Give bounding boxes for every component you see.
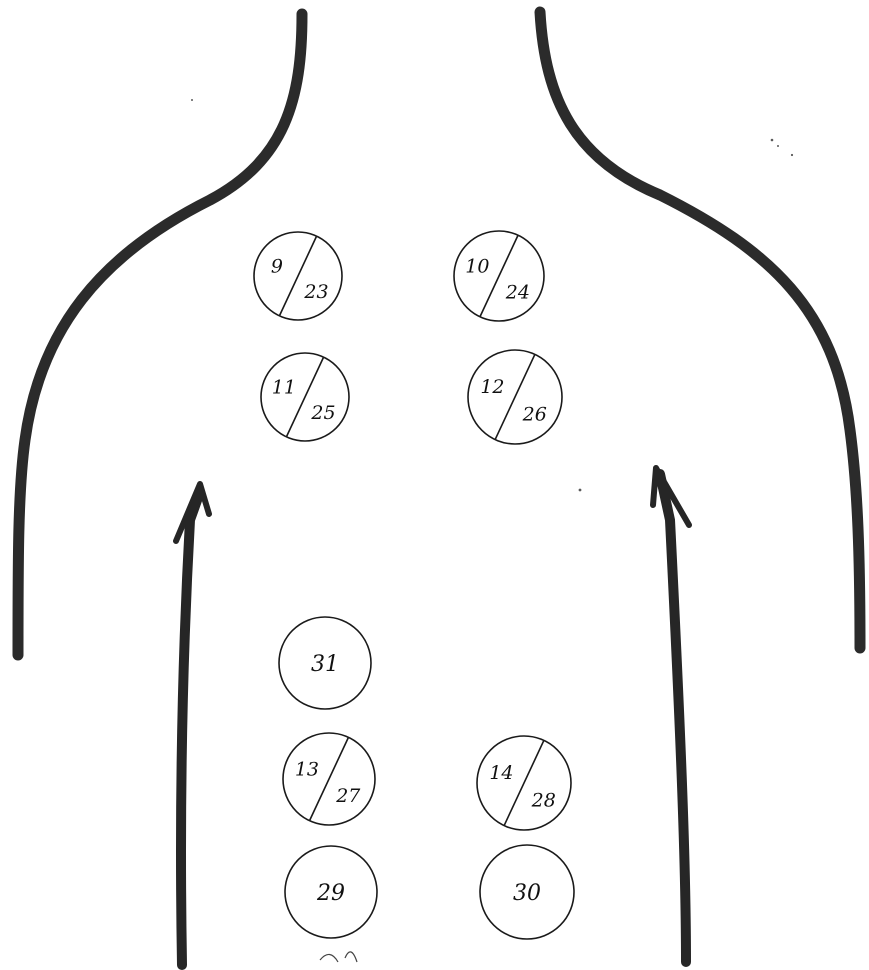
spot-number: 29 <box>316 881 345 906</box>
spot-10-24: 10 24 <box>454 231 544 321</box>
spot-13-27: 13 27 <box>283 733 375 825</box>
spot-number-top: 13 <box>295 758 319 780</box>
spot-number-top: 12 <box>480 376 504 398</box>
spot-number-bottom: 24 <box>505 282 530 304</box>
spot-number-top: 14 <box>489 762 513 784</box>
spots-layer: 9 23 10 24 11 25 12 26 31 13 27 14 28 29 30 <box>254 231 574 939</box>
spot-number: 31 <box>311 652 339 677</box>
left-body-outline <box>18 14 302 655</box>
left-arrow <box>176 484 209 965</box>
spot-29: 29 <box>285 846 377 938</box>
spot-number: 30 <box>513 881 541 906</box>
spot-30: 30 <box>480 845 574 939</box>
spot-12-26: 12 26 <box>468 350 562 444</box>
right-body-outline <box>540 12 860 648</box>
right-arrow <box>653 468 689 962</box>
spot-11-25: 11 25 <box>261 353 349 441</box>
spot-number-bottom: 26 <box>522 404 547 426</box>
stray-marks <box>191 99 793 962</box>
spot-number-top: 10 <box>465 255 489 277</box>
spot-31: 31 <box>279 617 371 709</box>
spot-number-bottom: 23 <box>303 281 328 303</box>
spot-number-bottom: 25 <box>310 402 335 424</box>
spot-14-28: 14 28 <box>477 736 571 830</box>
spot-9-23: 9 23 <box>254 232 342 320</box>
spot-number-top: 9 <box>271 255 283 277</box>
spot-number-top: 11 <box>272 376 296 398</box>
spot-number-bottom: 27 <box>335 785 361 807</box>
spot-number-bottom: 28 <box>531 790 556 812</box>
